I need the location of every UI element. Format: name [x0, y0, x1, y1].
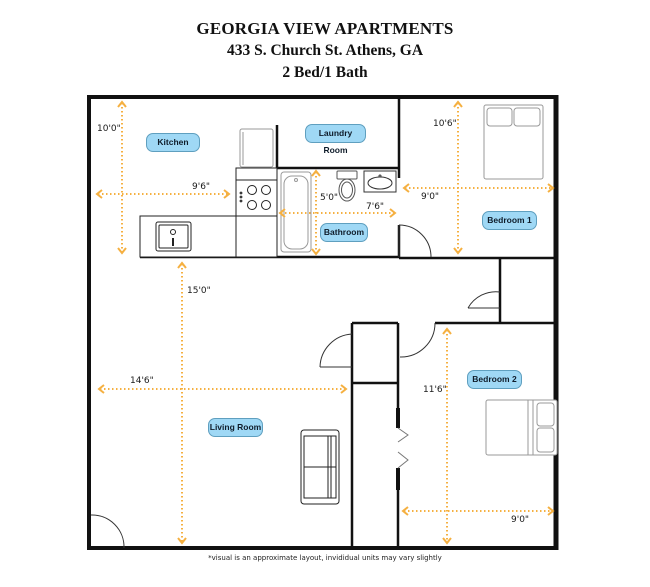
dim-bath-depth: 5'0"	[320, 193, 339, 203]
title-block: GEORGIA VIEW APARTMENTS 433 S. Church St…	[0, 18, 650, 84]
refrigerator-icon	[239, 128, 274, 168]
property-address: 433 S. Church St. Athens, GA	[226, 42, 424, 59]
room-label-bathroom: Bathroom	[320, 223, 368, 242]
dim-living-depth: 15'0"	[187, 286, 211, 296]
dim-bedroom2-width: 9'0"	[511, 515, 530, 525]
dim-kitchen-depth: 10'0"	[97, 124, 121, 134]
dim-bedroom1-depth: 10'6"	[433, 119, 457, 129]
sofa-icon	[300, 429, 340, 505]
room-label-living: Living Room	[208, 418, 263, 437]
dim-bath-width: 7'6"	[366, 202, 385, 212]
room-label-bedroom2: Bedroom 2	[467, 370, 522, 389]
room-label-bedroom1: Bedroom 1	[482, 211, 537, 230]
room-label-kitchen: Kitchen	[146, 133, 200, 152]
dim-bedroom2-depth: 11'6"	[423, 385, 447, 395]
dim-kitchen-width: 9'6"	[192, 182, 211, 192]
interior-walls	[140, 97, 556, 548]
bed-icon-bedroom2	[485, 399, 558, 456]
doors	[90, 224, 501, 549]
unit-type: 2 Bed/1 Bath	[282, 64, 368, 81]
toilet-icon	[336, 170, 358, 202]
kitchen-sink-icon	[155, 221, 192, 252]
dim-living-width: 14'6"	[130, 376, 154, 386]
bathroom-sink-icon	[363, 170, 397, 193]
room-label-laundry: Laundry Room	[305, 124, 366, 155]
disclaimer-footnote: *visual is an approximate layout, invidi…	[208, 554, 442, 562]
property-name: GEORGIA VIEW APARTMENTS	[196, 19, 454, 38]
stove-icon	[239, 185, 271, 210]
bed-icon-bedroom1	[483, 104, 544, 180]
dim-bedroom1-width: 9'0"	[421, 192, 440, 202]
dimension-lines	[95, 100, 555, 545]
